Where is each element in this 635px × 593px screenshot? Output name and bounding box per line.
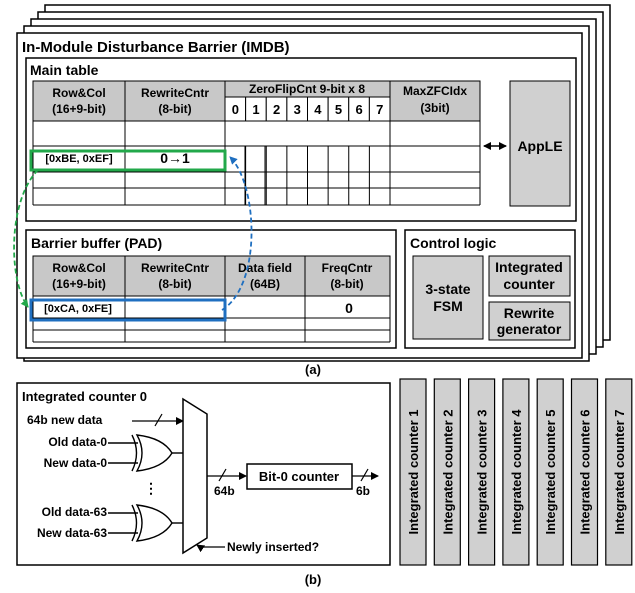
- control-logic-title: Control logic: [410, 235, 497, 251]
- new-data-label: 64b new data: [27, 413, 103, 427]
- col-rowcol-line2: (16+9-bit): [52, 102, 106, 116]
- bb-row-address: [0xCA, 0xFE]: [44, 303, 112, 315]
- integrated-counter-bar-label: Integrated counter 6: [578, 410, 593, 535]
- col-rewrite-line2: (8-bit): [158, 102, 191, 116]
- integrated-counter-bar: [570, 378, 599, 566]
- xor-gate-0: [108, 434, 183, 472]
- zeroflip-index-label: 3: [294, 102, 301, 117]
- integrated-counter-bar: [399, 378, 427, 566]
- fsm-label-line1: 3-state: [425, 281, 470, 297]
- integrated-counter-bar-label: Integrated counter 5: [543, 410, 558, 535]
- main-table-body: [32, 121, 481, 206]
- blue-dashed-arrow: [221, 156, 253, 311]
- apple-block: [509, 80, 571, 207]
- imdb-title: In-Module Disturbance Barrier (IMDB): [22, 39, 290, 56]
- bb-row-freq: 0: [345, 300, 353, 316]
- integrated-counter-bar: [468, 378, 496, 566]
- barrier-buffer-title: Barrier buffer (PAD): [31, 235, 162, 251]
- col-maxzfc-line2: (3bit): [420, 101, 449, 115]
- xor-gate-63: [108, 504, 183, 542]
- integrated-counter-line2: counter: [503, 276, 555, 292]
- bit0-counter-block: [246, 463, 353, 490]
- gates-ellipsis: ⋮: [144, 480, 158, 496]
- integrated-counter-bar-label: Integrated counter 1: [406, 410, 421, 535]
- integrated-counter-bar-label: Integrated counter 7: [612, 410, 627, 535]
- col-rewrite-line1: RewriteCntr: [141, 86, 209, 100]
- zeroflip-index-label: 4: [314, 102, 322, 117]
- integrated-counter-bar-label: Integrated counter 4: [509, 409, 524, 535]
- zeroflip-index-cell: [368, 96, 391, 122]
- bb-col-freq-line2: (8-bit): [330, 277, 363, 291]
- barrier-buffer-header: Row&Col (16+9-bit) RewriteCntr (8-bit) D…: [32, 255, 391, 297]
- integrated-counter-bar-label: Integrated counter 2: [440, 410, 455, 535]
- rewrite-generator-block: [488, 301, 571, 341]
- integrated-counter-bar-label: Integrated counter 3: [475, 410, 490, 535]
- mux-bus-label: 64b: [214, 484, 235, 498]
- inserted-select-wire: [196, 544, 225, 553]
- col-maxzfc-line1: MaxZFCIdx: [403, 84, 467, 98]
- fsm-label-line2: FSM: [433, 298, 463, 314]
- zeroflip-index-label: 0: [232, 102, 239, 117]
- bb-row-highlight: [29, 298, 227, 322]
- integrated-counter-bar: [536, 378, 564, 566]
- bit0-counter-label: Bit-0 counter: [259, 469, 339, 484]
- zeroflip-index-label: 5: [335, 102, 342, 117]
- zeroflip-index-label: 1: [252, 102, 259, 117]
- integrated-counter-bars: Integrated counter 1 Integrated counter 2…: [399, 378, 633, 566]
- caption-a: (a): [305, 362, 321, 377]
- fsm-block: [412, 255, 484, 340]
- caption-b: (b): [305, 572, 322, 587]
- mux-block: [182, 397, 208, 555]
- zeroflip-index-label: 7: [376, 102, 383, 117]
- new63-label: New data-63: [37, 526, 107, 540]
- integrated-counter-bar: [605, 378, 633, 566]
- apple-label: AppLE: [517, 138, 562, 154]
- integrated-counter-line1: Integrated: [495, 259, 563, 275]
- main-row-highlight: [29, 149, 227, 172]
- bb-col-rowcol-line2: (16+9-bit): [52, 277, 106, 291]
- bb-col-rewrite-line2: (8-bit): [158, 277, 191, 291]
- integrated-counter-bar: [502, 378, 530, 566]
- green-dashed-arrow: [13, 169, 39, 308]
- bb-col-rewrite-line1: RewriteCntr: [141, 261, 209, 275]
- old63-label: Old data-63: [42, 505, 108, 519]
- rewrite-generator-line1: Rewrite: [504, 305, 555, 321]
- new0-label: New data-0: [44, 456, 108, 470]
- zeroflip-index-label: 6: [355, 102, 362, 117]
- bb-col-rowcol-line1: Row&Col: [52, 261, 105, 275]
- counter0-title: Integrated counter 0: [22, 389, 147, 404]
- bb-col-data-line2: (64B): [250, 277, 280, 291]
- col-rowcol-line1: Row&Col: [52, 86, 105, 100]
- mux-bus-slash: [218, 468, 227, 482]
- integrated-counter-block: [488, 255, 571, 297]
- new-data-bus-slash: [154, 413, 163, 427]
- inserted-label: Newly inserted?: [227, 540, 319, 554]
- zeroflip-index-label: 2: [273, 102, 280, 117]
- old0-label: Old data-0: [48, 435, 107, 449]
- counter-bus-slash: [360, 468, 369, 482]
- main-table-title: Main table: [30, 62, 99, 78]
- rewrite-generator-line2: generator: [497, 321, 562, 337]
- main-row-address: [0xBE, 0xEF]: [45, 153, 113, 165]
- main-row-rewrite: 0→1: [160, 150, 190, 166]
- barrier-buffer-body: [32, 296, 391, 343]
- col-zeroflip: ZeroFlipCnt 9-bit x 8: [249, 82, 365, 96]
- integrated-counter-bar: [433, 378, 461, 566]
- bb-col-freq-line1: FreqCntr: [322, 261, 373, 275]
- bb-col-data-line1: Data field: [238, 261, 292, 275]
- counter-bus-label: 6b: [356, 484, 370, 498]
